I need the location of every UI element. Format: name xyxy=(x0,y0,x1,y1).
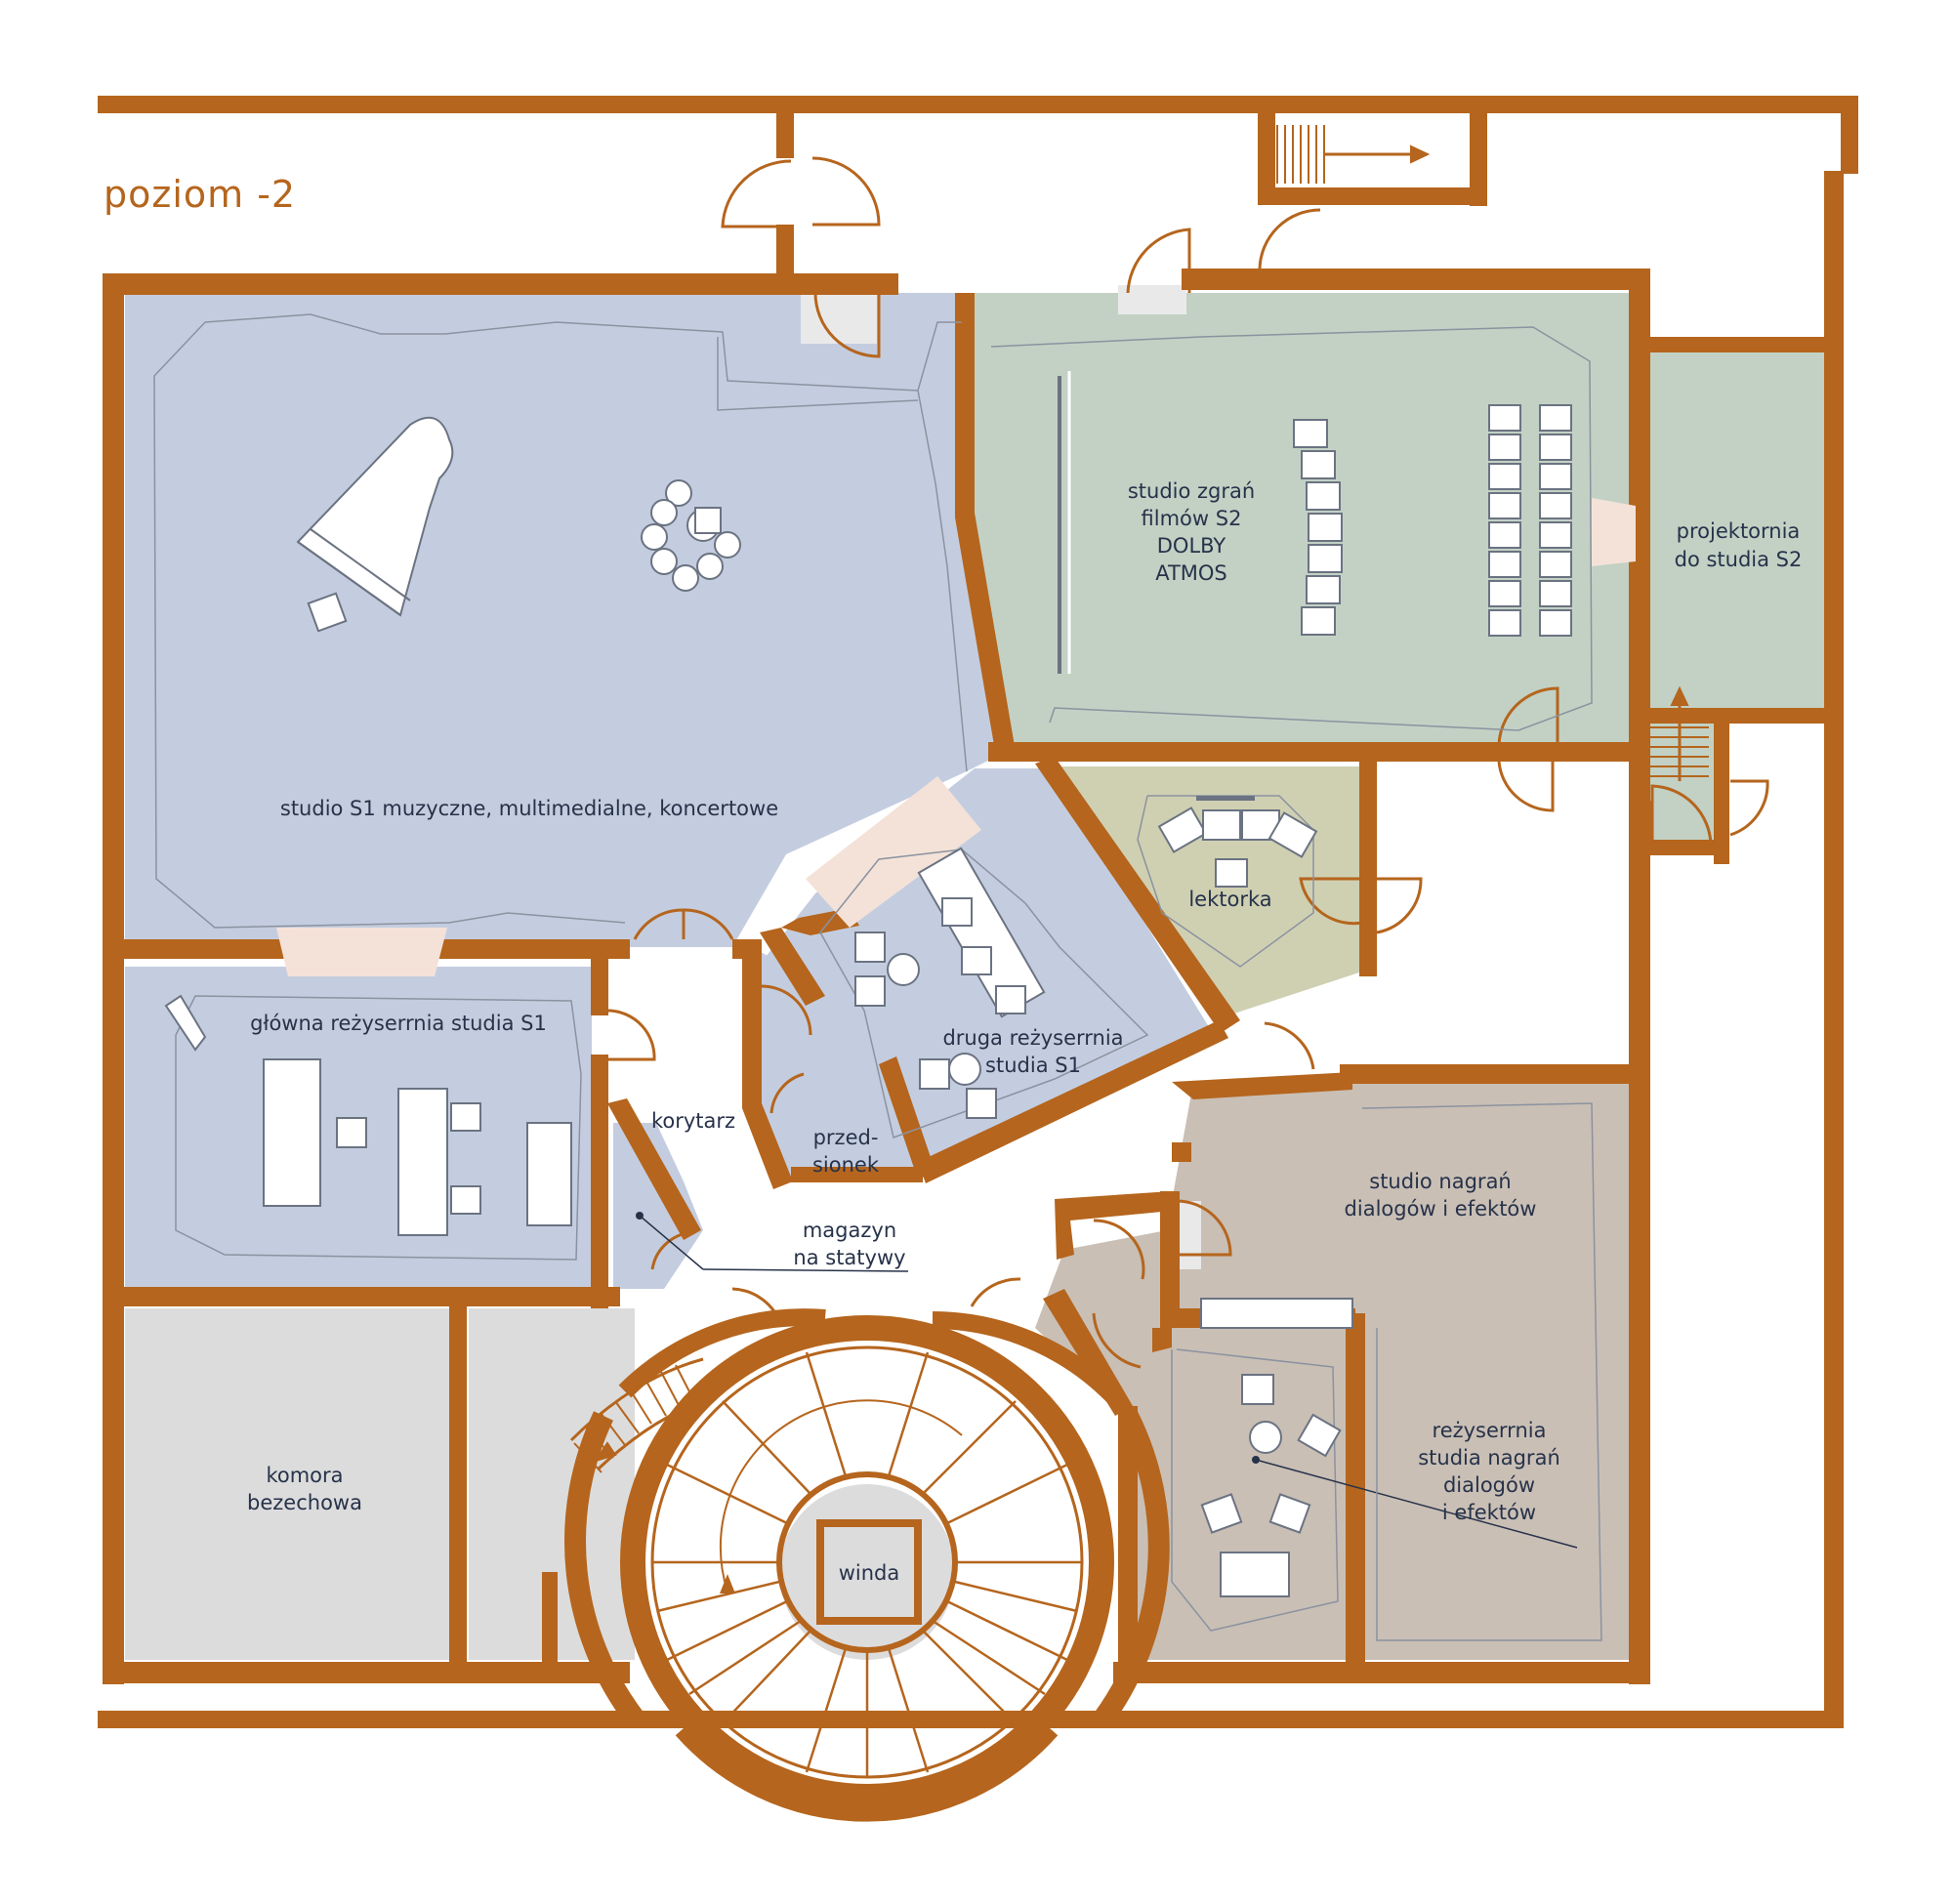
room-label-dialog-control-line4: i efektów xyxy=(1442,1501,1536,1524)
arrow-icon xyxy=(720,1574,735,1594)
room-storage[interactable] xyxy=(613,1123,703,1289)
room-label-anteroom-line1: przed- xyxy=(813,1126,879,1149)
room-label-s2-line4: ATMOS xyxy=(1155,561,1227,585)
lektorka-seats xyxy=(1137,795,1318,968)
room-studio-s1[interactable] xyxy=(125,293,1006,947)
room-label-dialog-control-line1: reżyserrnia xyxy=(1433,1419,1547,1442)
s2-seating xyxy=(1293,404,1572,637)
round-staircase xyxy=(564,1308,1170,1822)
room-label-second-control-line1: druga reżyserrnia xyxy=(942,1026,1123,1050)
room-label-projection-line2: do studia S2 xyxy=(1675,548,1803,571)
projection-staircase xyxy=(1650,685,1709,781)
doors[interactable] xyxy=(607,156,1769,1369)
room-label-elevator: winda xyxy=(839,1561,900,1585)
level-title: poziom -2 xyxy=(104,173,296,216)
room-label-dialog-studio-line1: studio nagrań xyxy=(1369,1170,1512,1193)
room-label-s2-line3: DOLBY xyxy=(1157,534,1226,558)
room-label-anechoic-line2: bezechowa xyxy=(247,1491,362,1514)
room-anechoic[interactable] xyxy=(125,1308,449,1660)
room-studio-s2[interactable] xyxy=(969,293,1629,752)
room-label-dialog-control-line2: studia nagrań xyxy=(1418,1446,1560,1469)
room-label-storage-line1: magazyn xyxy=(803,1219,896,1242)
top-staircase xyxy=(1261,125,1431,184)
room-label-dialog-control-line3: dialogów xyxy=(1443,1473,1535,1497)
room-label-dialog-studio-line2: dialogów i efektów xyxy=(1345,1197,1537,1221)
room-projection[interactable] xyxy=(1646,350,1828,711)
main-control-furniture xyxy=(164,994,582,1261)
room-label-lektorka: lektorka xyxy=(1188,888,1271,911)
room-label-corridor: korytarz xyxy=(651,1109,735,1133)
walls xyxy=(98,96,1858,1728)
room-label-projection-line1: projektornia xyxy=(1677,519,1801,543)
room-label-main-control: główna reżyserrnia studia S1 xyxy=(250,1012,547,1035)
room-label-s2-line2: filmów S2 xyxy=(1142,507,1242,530)
room-anteroom[interactable] xyxy=(752,947,926,1177)
dialog-control-furniture xyxy=(1171,1298,1578,1632)
room-label-s1: studio S1 muzyczne, multimedialne, konce… xyxy=(280,797,778,820)
second-control-furniture xyxy=(819,847,1149,1138)
room-label-s2-line1: studio zgrań xyxy=(1128,479,1255,503)
grand-piano-icon xyxy=(296,416,454,633)
room-label-second-control-line2: studia S1 xyxy=(985,1054,1081,1077)
room-label-anteroom-line2: sionek xyxy=(812,1153,880,1177)
round-seating xyxy=(641,479,741,592)
room-label-anechoic-line1: komora xyxy=(266,1464,343,1487)
side-staircase xyxy=(569,1357,716,1473)
room-label-storage-line2: na statywy xyxy=(793,1246,905,1269)
room-dialog-studio[interactable] xyxy=(1172,1084,1629,1660)
